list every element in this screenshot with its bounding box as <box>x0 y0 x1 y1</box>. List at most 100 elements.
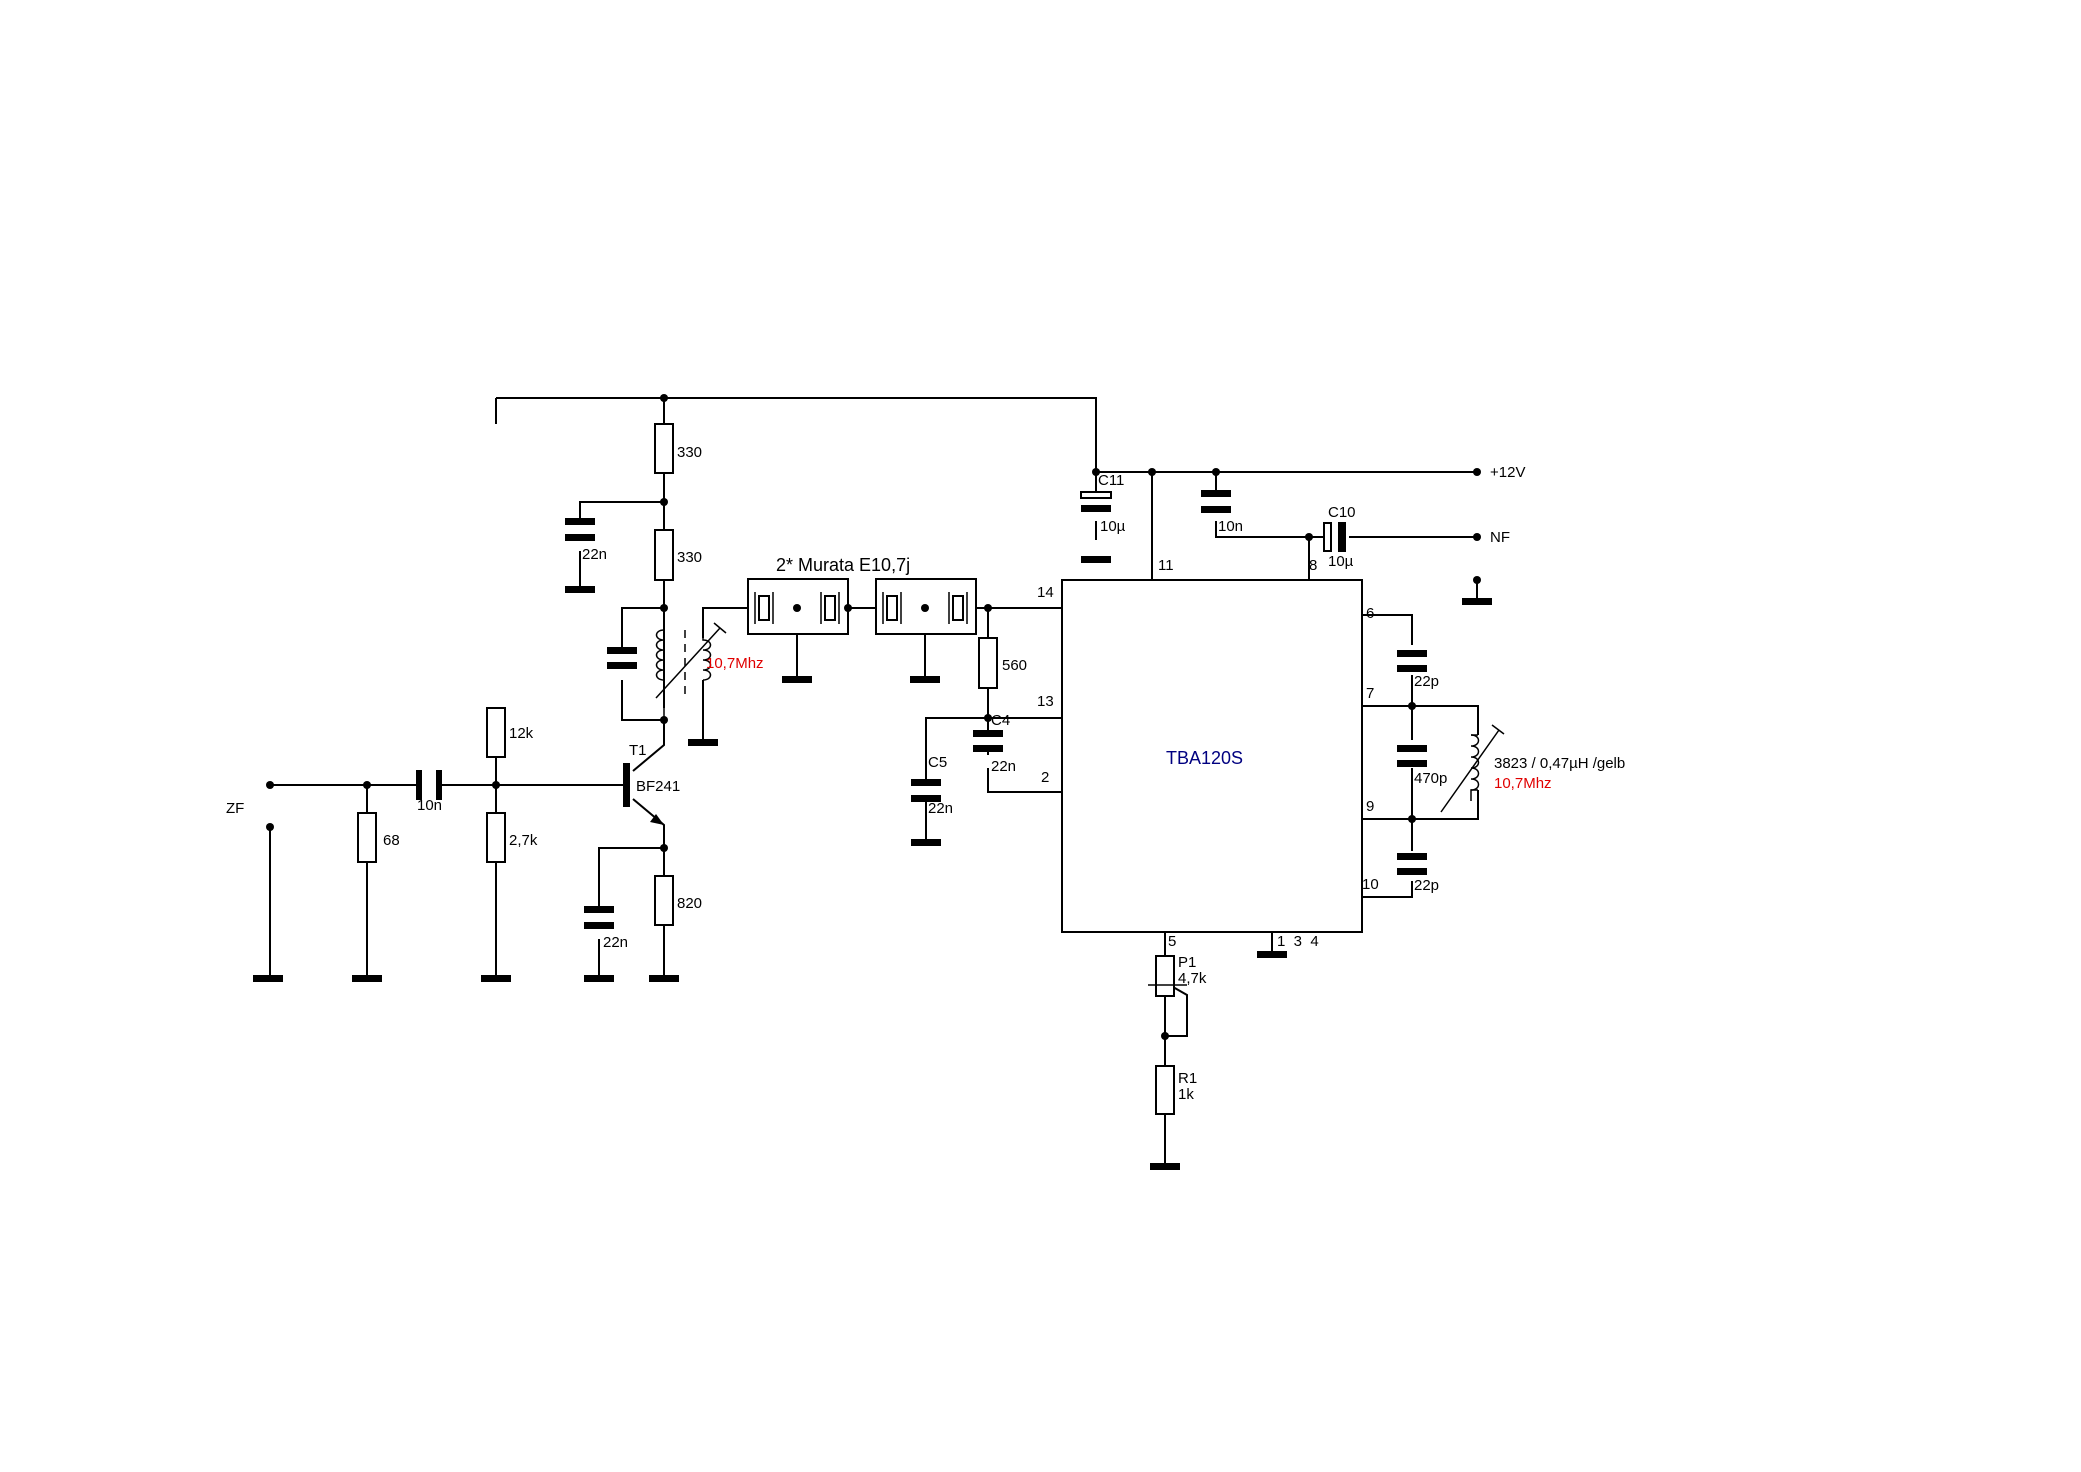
crystal-2b <box>952 595 964 621</box>
junction-dot <box>1408 815 1416 823</box>
capacitor-22n-decouple-plate2 <box>565 534 595 541</box>
ground-symbol <box>1462 598 1492 605</box>
label-nf: NF <box>1490 529 1510 546</box>
pin-2: 2 <box>1041 769 1049 786</box>
value-r12k: 12k <box>509 725 534 742</box>
ground-symbol <box>584 975 614 982</box>
junction-dot <box>660 716 668 724</box>
capacitor-22p-bottom-plate2 <box>1397 868 1427 875</box>
pin-7: 7 <box>1366 685 1374 702</box>
ground-symbol <box>481 975 511 982</box>
capacitor-c5 <box>911 779 941 786</box>
value-c5: 22n <box>928 800 953 817</box>
capacitor-c11 <box>1080 491 1112 499</box>
label-transistor-ref: T1 <box>629 742 647 759</box>
value-c10n-supply: 10n <box>1218 518 1243 535</box>
capacitor-22n-emitter-plate2 <box>584 922 614 929</box>
value-c22p-top: 22p <box>1414 673 1439 690</box>
value-r68: 68 <box>383 832 400 849</box>
ref-c11: C11 <box>1098 472 1124 489</box>
value-c22p-bottom: 22p <box>1414 877 1439 894</box>
value-c10n-input: 10n <box>417 797 442 814</box>
junction-dot <box>984 604 992 612</box>
value-r820: 820 <box>677 895 702 912</box>
capacitor-470p <box>1397 745 1427 752</box>
crystal-2a <box>886 595 898 621</box>
pin-1-3-4: 1 3 4 <box>1277 933 1319 950</box>
label-coil-freq: 10,7Mhz <box>706 655 764 672</box>
junction-dot <box>1161 1032 1169 1040</box>
label-tank-coil: 3823 / 0,47µH /gelb <box>1494 755 1625 772</box>
ref-c5: C5 <box>928 754 947 771</box>
ground-symbol <box>688 739 718 746</box>
junction-dot <box>660 844 668 852</box>
crystal-1b <box>824 595 836 621</box>
junction-dot <box>1212 468 1220 476</box>
ic-tba120s <box>1061 579 1363 933</box>
capacitor-22p-top-plate2 <box>1397 665 1427 672</box>
pin-11: 11 <box>1158 557 1174 574</box>
ref-p1: P1 <box>1178 954 1196 971</box>
label-supply: +12V <box>1490 464 1525 481</box>
resistor-330-mid <box>654 529 674 581</box>
pin-6: 6 <box>1366 605 1374 622</box>
ground-symbol <box>782 676 812 683</box>
value-c22n-emitter: 22n <box>603 934 628 951</box>
junction-dot <box>1092 468 1100 476</box>
pin-9: 9 <box>1366 798 1374 815</box>
capacitor-tank-primary-plate2 <box>607 662 637 669</box>
value-r330-mid: 330 <box>677 549 702 566</box>
ground-symbol <box>649 975 679 982</box>
capacitor-c11-plate2 <box>1081 505 1111 512</box>
terminal-12v <box>1473 468 1481 476</box>
ground-symbol <box>1150 1163 1180 1170</box>
capacitor-10n-supply-plate2 <box>1201 506 1231 513</box>
tuning-slug-icon <box>1440 724 1505 813</box>
terminal-nf-ground <box>1473 576 1481 584</box>
capacitors <box>416 490 1427 929</box>
coil-tank <box>1470 734 1480 801</box>
junction-dot <box>660 604 668 612</box>
ref-c4: C4 <box>991 712 1010 729</box>
resistor-r1 <box>1155 1065 1175 1115</box>
value-p1: 4,7k <box>1178 970 1207 987</box>
capacitor-c4-plate2 <box>973 745 1003 752</box>
coils <box>655 608 1505 813</box>
junction-dot <box>793 604 801 612</box>
junction-dot <box>1148 468 1156 476</box>
emitter-arrow-icon <box>650 814 664 825</box>
coil-primary <box>655 629 665 720</box>
ground-symbol <box>1081 556 1111 563</box>
capacitor-10n-input <box>416 770 422 800</box>
tuning-slug-icon <box>655 622 727 699</box>
value-c11: 10µ <box>1100 518 1126 535</box>
value-r560: 560 <box>1002 657 1027 674</box>
capacitor-470p-plate2 <box>1397 760 1427 767</box>
label-transistor-type: BF241 <box>636 778 680 795</box>
resistor-820 <box>654 875 674 926</box>
pin-10: 10 <box>1362 876 1379 893</box>
ground-symbols <box>253 556 1492 1170</box>
junction-dot <box>1408 702 1416 710</box>
junction-dot <box>921 604 929 612</box>
value-c10: 10µ <box>1328 553 1354 570</box>
value-r1: 1k <box>1178 1086 1194 1103</box>
resistor-560 <box>978 637 998 689</box>
capacitor-22n-decouple <box>565 518 595 525</box>
pin-5: 5 <box>1168 933 1176 950</box>
resistor-68 <box>357 812 377 863</box>
value-r2k7: 2,7k <box>509 832 538 849</box>
value-c22n-decouple: 22n <box>582 546 607 563</box>
labels: ZF +12V NF 2* Murata E10,7j TBA120S T1 B… <box>226 444 1625 1103</box>
label-zf: ZF <box>226 800 244 817</box>
junction-dot <box>660 498 668 506</box>
ground-symbol <box>911 839 941 846</box>
capacitor-10n-input-plate2 <box>436 770 442 800</box>
label-ic-name: TBA120S <box>1166 748 1243 768</box>
ground-symbol <box>253 975 283 982</box>
resistor-330-top <box>654 423 674 474</box>
junction-dot <box>660 394 668 402</box>
resistors <box>357 423 1187 1115</box>
ground-symbol <box>565 586 595 593</box>
ground-symbol <box>910 676 940 683</box>
